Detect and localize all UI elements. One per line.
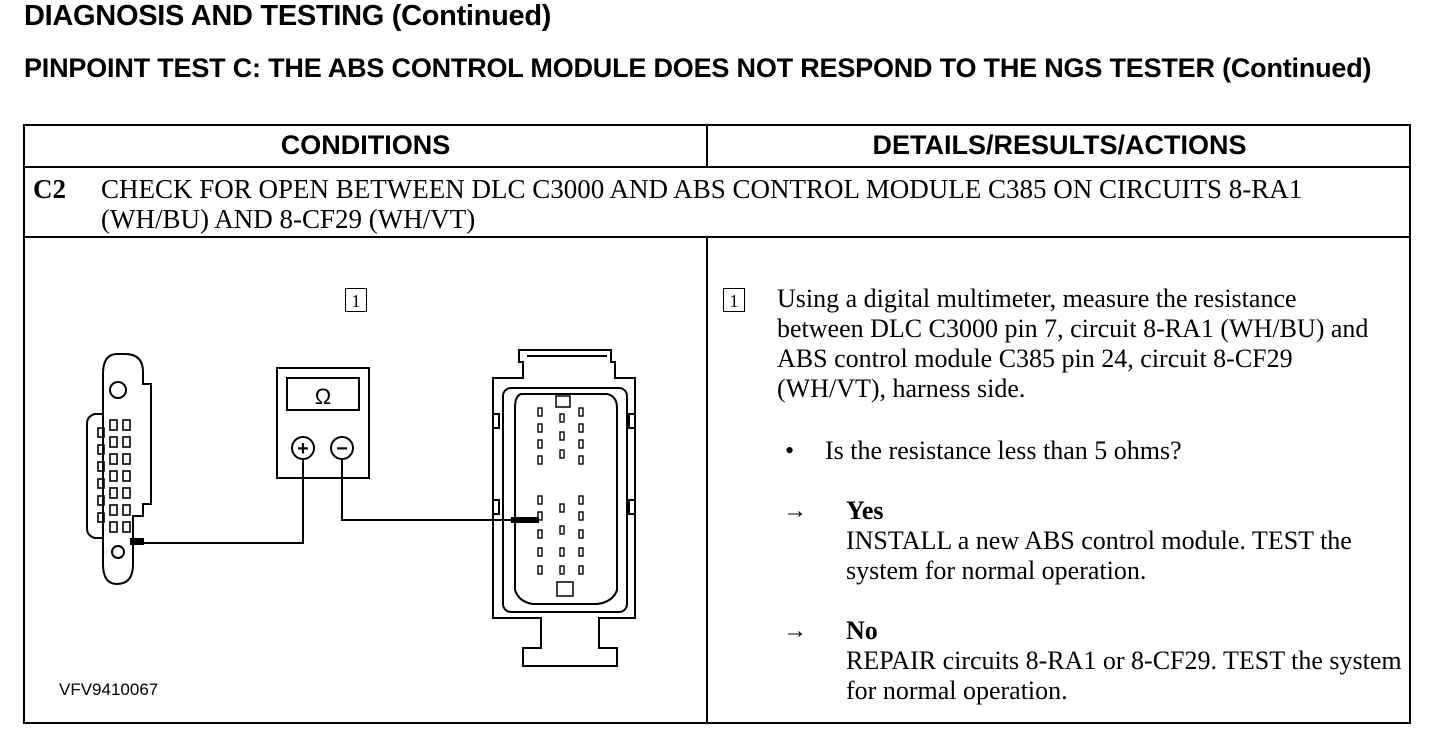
header-column-divider	[706, 126, 708, 166]
circuit-diagram: Ω + −	[86, 349, 636, 667]
no-label: No	[846, 616, 878, 645]
details-header: DETAILS/RESULTS/ACTIONS	[872, 130, 1247, 160]
no-arrow: →	[783, 618, 807, 644]
pinpoint-test-title: PINPOINT TEST C: THE ABS CONTROL MODULE …	[24, 53, 1372, 83]
instruction-text: Using a digital multimeter, measure the …	[777, 284, 1369, 403]
abs-module-connector-icon	[492, 349, 636, 667]
yes-action-text: INSTALL a new ABS control module. TEST t…	[846, 526, 1352, 585]
body-column-divider	[706, 236, 708, 724]
step-id: C2	[33, 174, 66, 204]
conditions-header: CONDITIONS	[280, 130, 451, 160]
figure-id: VFV9410067	[59, 680, 159, 699]
diagram-step-marker: 1	[345, 288, 367, 312]
yes-label: Yes	[846, 496, 884, 525]
minus-terminal-symbol: −	[336, 438, 348, 460]
header-divider	[25, 166, 1409, 168]
page-title: DIAGNOSIS AND TESTING (Continued)	[24, 0, 552, 32]
question-text: Is the resistance less than 5 ohms?	[825, 436, 1182, 465]
step-divider	[25, 236, 1409, 238]
step-title: CHECK FOR OPEN BETWEEN DLC C3000 AND ABS…	[101, 174, 1303, 234]
pinpoint-test-table: CONDITIONS DETAILS/RESULTS/ACTIONS C2 CH…	[23, 124, 1411, 724]
yes-arrow: →	[783, 498, 807, 524]
ohm-symbol: Ω	[315, 384, 331, 409]
details-step-marker: 1	[723, 288, 745, 312]
question-bullet: •	[785, 436, 795, 465]
dlc-connector-icon	[86, 353, 152, 586]
plus-terminal-symbol: +	[297, 438, 309, 460]
probe-tip	[511, 517, 539, 523]
no-action-text: REPAIR circuits 8-RA1 or 8-CF29. TEST th…	[846, 646, 1402, 705]
probe-wires	[143, 459, 515, 544]
